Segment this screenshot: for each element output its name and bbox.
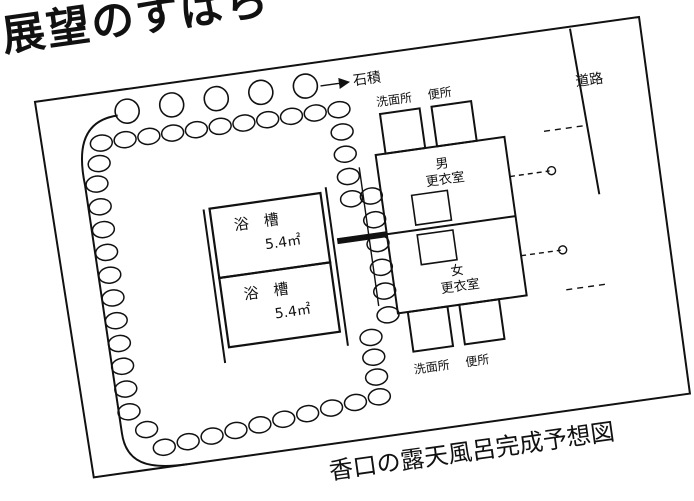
stone [367,388,392,406]
stone [255,110,280,129]
stone [208,117,232,136]
stone [327,100,351,119]
stone [160,124,185,142]
stone [295,404,320,423]
bath-1-name: 浴 槽 [233,210,280,234]
men-dressing-label: 更衣室 [425,169,466,190]
men-label: 男 [435,156,450,173]
tree-icon [114,98,140,124]
stone [88,198,112,216]
stone [110,357,135,376]
stone [319,399,344,417]
washroom-bottom [406,305,455,353]
stone-wall [85,100,400,457]
stone [98,266,122,284]
stone [94,243,119,262]
stone [279,107,304,126]
changing-building [336,100,606,353]
walkway [336,231,388,245]
stone [359,328,383,347]
path-dashed [543,125,606,291]
stone [85,175,109,193]
figure-caption: 香口の露天風呂完成予想図 [327,418,616,486]
tree-icon [158,92,185,118]
bath-2-name: 浴 槽 [243,280,290,304]
toilet-bottom-label: 便所 [464,352,490,369]
toilet-bottom [458,298,506,346]
stone [184,120,209,139]
stone [224,421,248,440]
stone [114,380,138,398]
road-label: 道路 [574,71,604,91]
site-boundary [80,28,601,468]
stone [107,334,132,353]
stone [232,114,256,132]
stone [272,410,296,429]
toilet-top-label: 便所 [427,85,453,102]
stone [91,220,116,239]
stone [176,432,200,451]
women-dressing-label: 更衣室 [440,276,481,297]
washroom-top-label: 洗面所 [375,90,413,109]
toilet-top [430,100,478,148]
stone [117,402,141,421]
women-label: 女 [450,262,465,280]
stone [200,427,224,445]
stone [104,311,128,330]
stone [248,416,272,434]
stone [101,289,125,307]
stone [87,154,111,173]
stone-wall-label: 石積 [352,70,382,90]
paper-border [33,15,692,479]
stone [364,368,389,386]
washroom-bottom-label: 洗面所 [413,358,451,377]
washroom-top [378,107,427,155]
stone [134,420,159,439]
tree-icon [203,85,230,112]
stone [343,393,368,412]
tree-icon [248,79,274,106]
stone [333,145,357,164]
bath-2-area: 5.4㎡ [274,302,312,323]
bath-tubs [202,187,349,364]
stone [362,348,386,367]
tree-row [114,73,319,124]
bath-1-area: 5.4㎡ [264,232,302,253]
stone [113,130,137,149]
stone [89,134,114,152]
tree-icon [292,73,319,99]
stone [137,127,161,146]
stone [339,189,364,208]
stone [336,167,361,186]
stone [330,123,354,141]
stone [303,104,327,122]
bath-tub-2 [218,261,342,349]
stone [152,438,176,457]
